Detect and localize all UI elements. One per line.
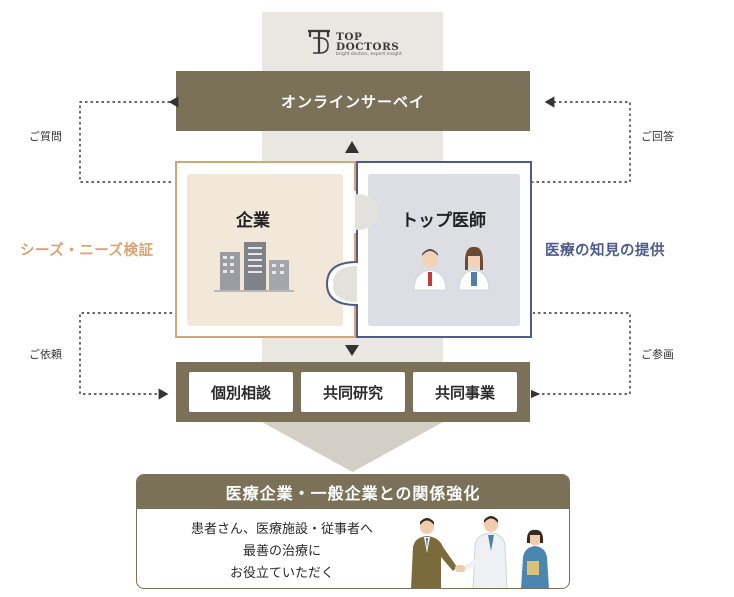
top-doctors-logo: TOP DOCTORS bright doctors, expert insig… [306, 28, 406, 62]
down-triangle-icon [345, 345, 359, 356]
activity-consultation: 個別相談 [189, 372, 293, 412]
logo-tagline: bright doctors, expert insight [336, 52, 402, 57]
activity-joint-business: 共同事業 [413, 372, 517, 412]
left-top-label: ご質問 [29, 130, 62, 143]
left-bottom-label: ご依頼 [29, 348, 62, 361]
online-survey-label: オンラインサーベイ [280, 92, 425, 111]
buildings-icon [214, 242, 294, 292]
doctor-panel-fill [368, 174, 520, 326]
activities-bar: 個別相談 共同研究 共同事業 [176, 362, 530, 422]
result-line-2: 最善の治療に [242, 544, 321, 559]
doctors-title: トップ医師 [401, 211, 486, 231]
logo-line1: TOP [336, 31, 363, 43]
right-top-label: ご回答 [641, 130, 674, 143]
result-line-3: お役立ていただく [229, 566, 334, 581]
online-survey-box: オンラインサーベイ [176, 71, 530, 131]
left-request-connector [79, 312, 172, 400]
right-bottom-label: ご参画 [641, 348, 674, 361]
logo-wordmark: TOP DOCTORS [336, 31, 400, 53]
right-join-connector [531, 312, 631, 395]
logo-line2: DOCTORS [336, 41, 400, 53]
up-triangle-icon [345, 141, 359, 153]
left-question-connector [79, 96, 179, 183]
business-handshake-illustration [411, 516, 549, 588]
activity-joint-research: 共同研究 [301, 372, 405, 412]
result-heading: 医療企業・一般企業との関係強化 [137, 475, 569, 509]
result-box: 医療企業・一般企業との関係強化 患者さん、医療施設・従事者へ 最善の治療に お役… [136, 474, 570, 589]
company-title: 企業 [236, 211, 270, 231]
logo-mark-icon [308, 29, 330, 54]
result-line-1: 患者さん、医療施設・従事者へ [190, 522, 373, 537]
medical-knowledge-label: 医療の知見の提供 [545, 243, 665, 259]
right-answer-connector [531, 96, 631, 183]
result-description: 患者さん、医療施設・従事者へ 最善の治療に お役立ていただく [157, 519, 407, 585]
puzzle-tab-right [355, 194, 378, 230]
flow-down-arrow [262, 422, 443, 472]
puzzle-tab-left [333, 266, 357, 302]
seeds-needs-label: シーズ・ニーズ検証 [20, 243, 154, 259]
doctors-icon [413, 246, 490, 291]
